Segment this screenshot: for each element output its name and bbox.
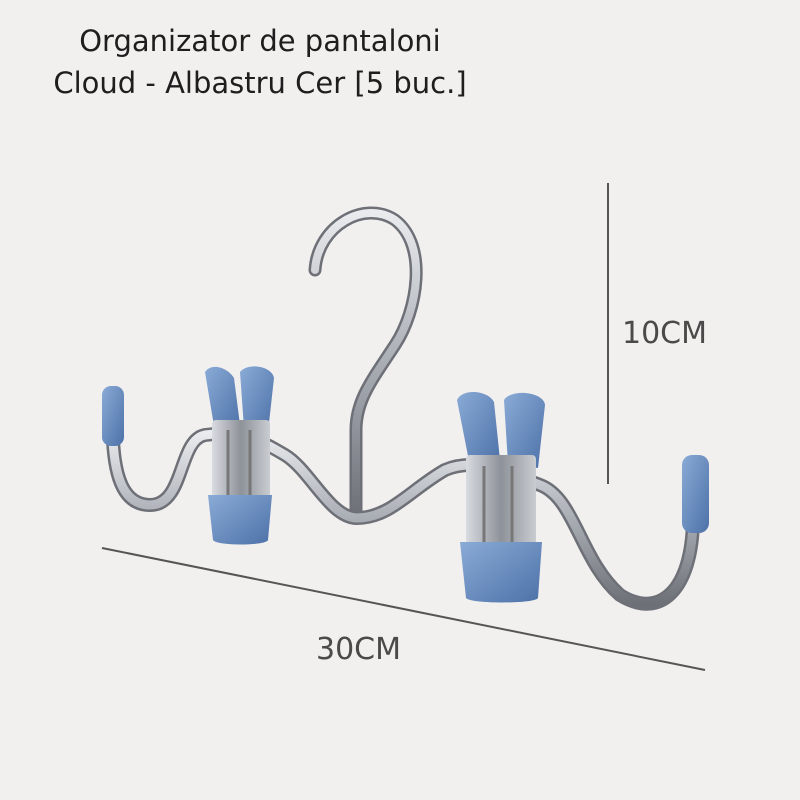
right-clip	[457, 391, 545, 603]
product-title: Organizator de pantaloni Cloud - Albastr…	[0, 20, 520, 104]
left-end-cap	[102, 386, 124, 446]
left-clip	[205, 366, 274, 545]
product-title-line1: Organizator de pantaloni	[79, 24, 441, 58]
width-dimension-line	[101, 547, 706, 671]
width-dimension-label: 30CM	[316, 632, 402, 667]
right-end-cap	[682, 455, 709, 533]
product-title-line2: Cloud - Albastru Cer [5 buc.]	[53, 66, 467, 100]
hanger-bar	[106, 426, 700, 611]
height-dimension-label: 10CM	[622, 316, 708, 351]
hanger-hook	[308, 206, 423, 522]
